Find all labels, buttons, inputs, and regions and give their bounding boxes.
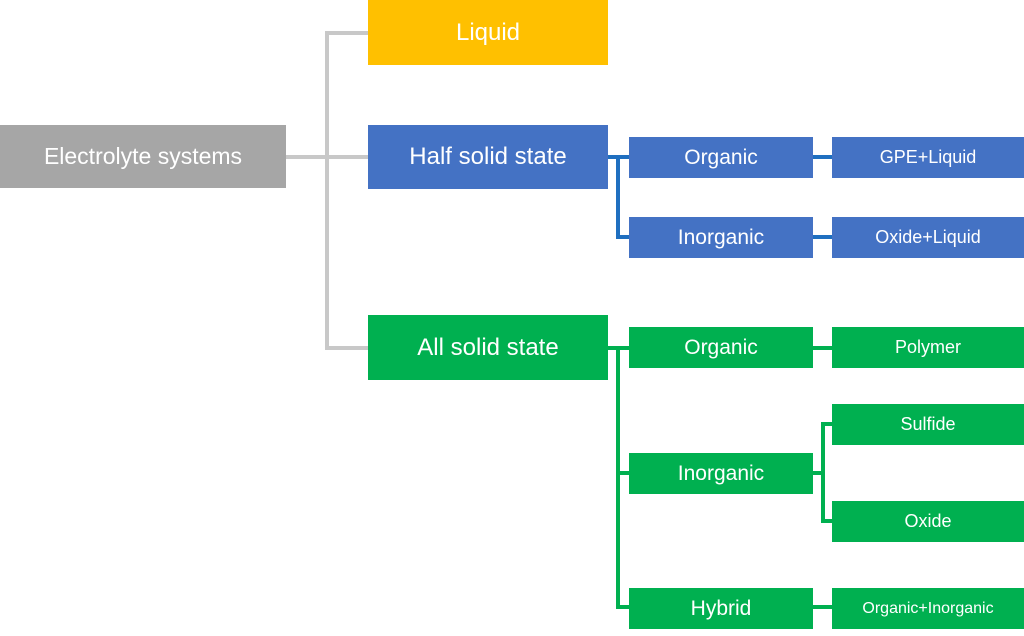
node-oxide-liquid: Oxide+Liquid	[832, 217, 1024, 258]
root-connectors	[286, 31, 368, 350]
node-label: Inorganic	[677, 225, 765, 249]
node-half-inorganic: Inorganic	[629, 217, 813, 258]
node-label: Half solid state	[409, 143, 567, 170]
node-label: Polymer	[894, 337, 961, 357]
node-electrolyte-systems: Electrolyte systems	[0, 125, 286, 188]
node-label: Electrolyte systems	[43, 143, 243, 169]
half-solid-connectors	[608, 155, 832, 239]
node-label: Liquid	[455, 18, 521, 46]
node-label: Oxide+Liquid	[875, 227, 981, 247]
node-polymer: Polymer	[832, 327, 1024, 368]
node-liquid: Liquid	[368, 0, 608, 65]
node-half-organic: Organic	[629, 137, 813, 178]
node-label: GPE+Liquid	[879, 147, 977, 167]
node-all-inorganic: Inorganic	[629, 453, 813, 494]
node-organic-inorganic: Organic+Inorganic	[832, 588, 1024, 629]
node-gpe-liquid: GPE+Liquid	[832, 137, 1024, 178]
node-label: Organic+Inorganic	[862, 599, 994, 617]
node-half-solid-state: Half solid state	[368, 125, 608, 189]
node-label: All solid state	[417, 333, 559, 361]
node-label: Organic	[684, 335, 758, 359]
node-label: Inorganic	[677, 461, 765, 485]
node-label: Hybrid	[690, 596, 752, 620]
node-sulfide: Sulfide	[832, 404, 1024, 445]
node-hybrid: Hybrid	[629, 588, 813, 629]
all-solid-connectors	[608, 346, 832, 609]
node-label: Sulfide	[900, 414, 956, 434]
node-label: Organic	[684, 145, 758, 169]
node-all-organic: Organic	[629, 327, 813, 368]
node-all-solid-state: All solid state	[368, 315, 608, 380]
node-oxide: Oxide	[832, 501, 1024, 542]
node-label: Oxide	[904, 511, 952, 531]
